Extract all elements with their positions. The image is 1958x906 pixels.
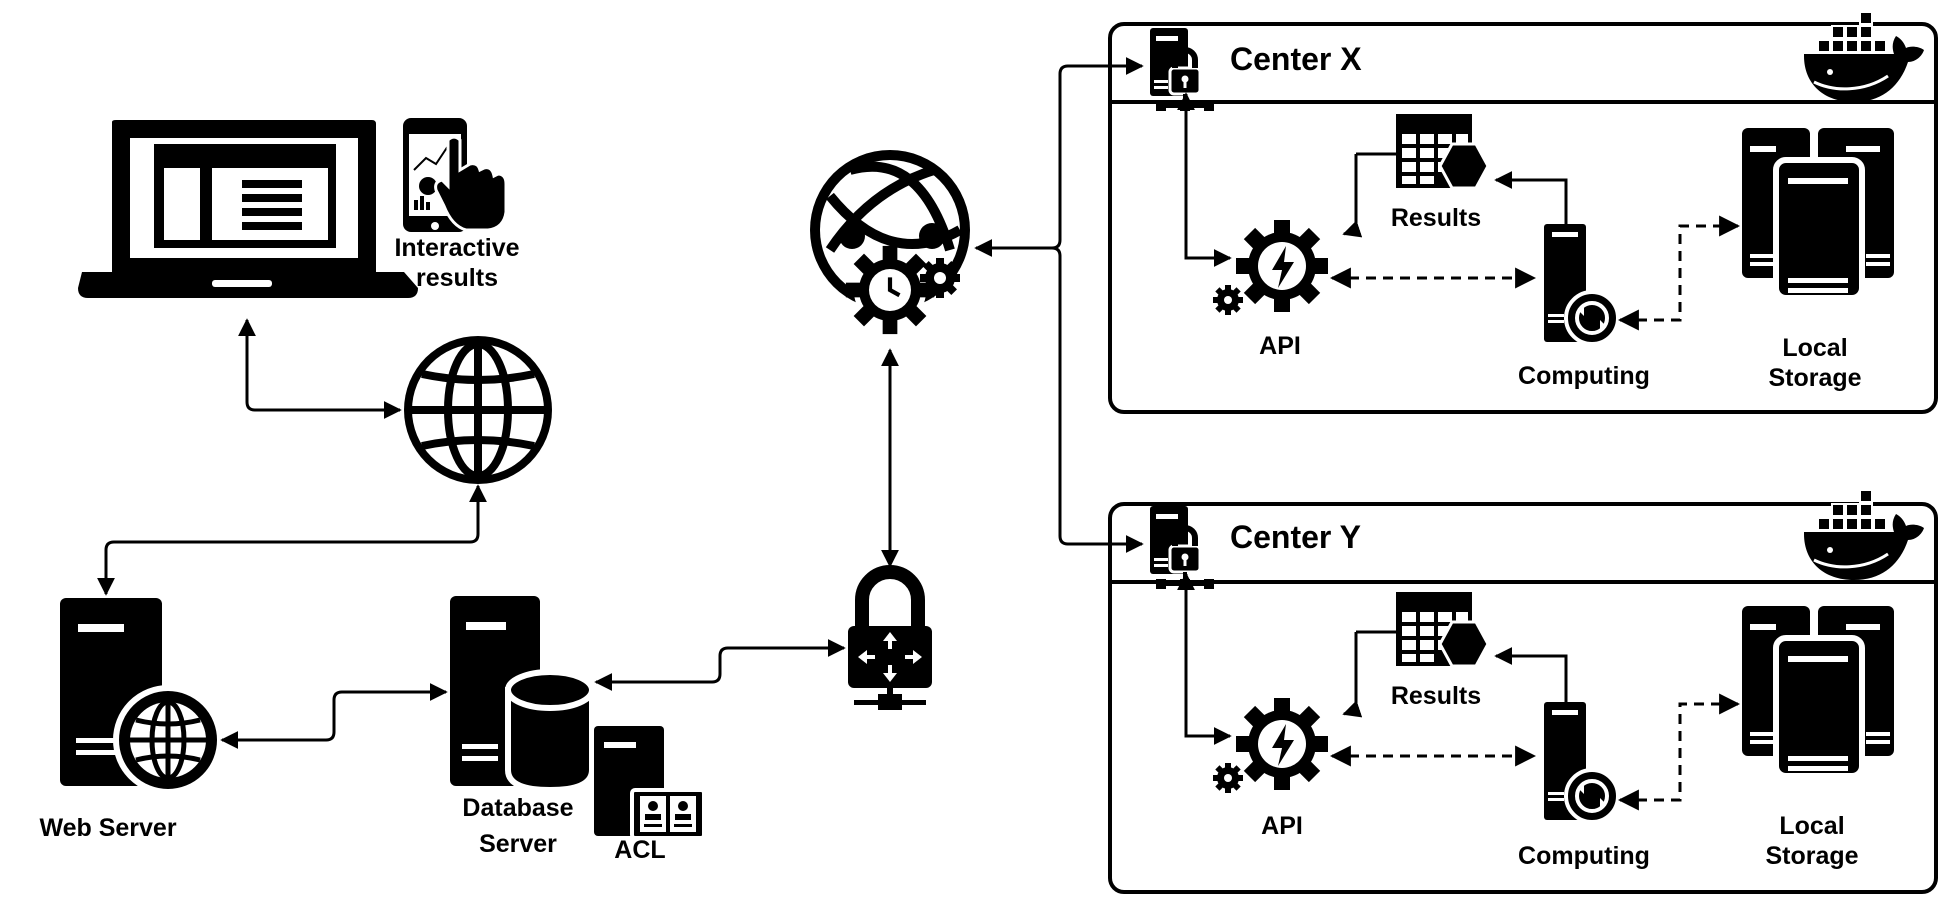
computing-server-icon [1542, 222, 1620, 346]
center-y-storage-label-1: Local [1779, 812, 1844, 840]
connector [1617, 215, 1741, 331]
api-gear-icon [1236, 220, 1328, 312]
center-x-storage-label-2: Storage [1768, 364, 1861, 392]
connector [1342, 632, 1363, 718]
connector [1184, 249, 1232, 267]
database-server-label-1: Database [462, 794, 573, 822]
local-storage-icon [1742, 128, 1894, 298]
interactive-results-label-2: results [416, 264, 498, 292]
center-y-title: Center Y [1230, 519, 1361, 555]
connector [1184, 727, 1232, 745]
acl-server-icon [594, 726, 706, 840]
center-x-storage-label-1: Local [1782, 334, 1847, 362]
connector [1494, 647, 1568, 702]
center-x-title: Center X [1230, 41, 1362, 77]
secure-server-icon [1150, 28, 1214, 111]
center-x-computing-label: Computing [1518, 362, 1650, 390]
database-server-icon [450, 596, 595, 794]
center-x-results-label: Results [1391, 204, 1481, 232]
local-storage-icon [1742, 606, 1894, 776]
web-server-icon [60, 598, 223, 795]
laptop-icon [78, 120, 418, 298]
center-y-storage-label-2: Storage [1765, 842, 1858, 870]
center-y-results-label: Results [1391, 682, 1481, 710]
interactive-results-label-1: Interactive [394, 234, 519, 262]
connector [1342, 154, 1363, 238]
center-y-api-label: API [1261, 812, 1303, 840]
computing-server-icon [1542, 700, 1620, 824]
secure-server-icon [1150, 506, 1214, 589]
center-y-container: Center Y API Results Computing Local Sto… [1108, 488, 1938, 894]
vpn-lock-icon [848, 565, 932, 710]
globe-icon [404, 336, 552, 484]
smartphone-touch-icon [403, 118, 508, 232]
results-table-icon [1394, 590, 1490, 668]
connectors [97, 57, 1144, 749]
center-x-container: Center X API Results Computing Local Sto… [1108, 10, 1938, 414]
api-gear-icon [1236, 698, 1328, 790]
web-services-gear-icon [810, 150, 970, 335]
connector [1494, 171, 1568, 224]
web-server-label: Web Server [39, 814, 176, 842]
center-y-computing-label: Computing [1518, 842, 1650, 870]
center-x-api-label: API [1259, 332, 1301, 360]
acl-label: ACL [614, 836, 665, 864]
results-table-icon [1394, 112, 1490, 190]
database-server-label-2: Server [479, 830, 557, 858]
connector [1617, 693, 1741, 811]
